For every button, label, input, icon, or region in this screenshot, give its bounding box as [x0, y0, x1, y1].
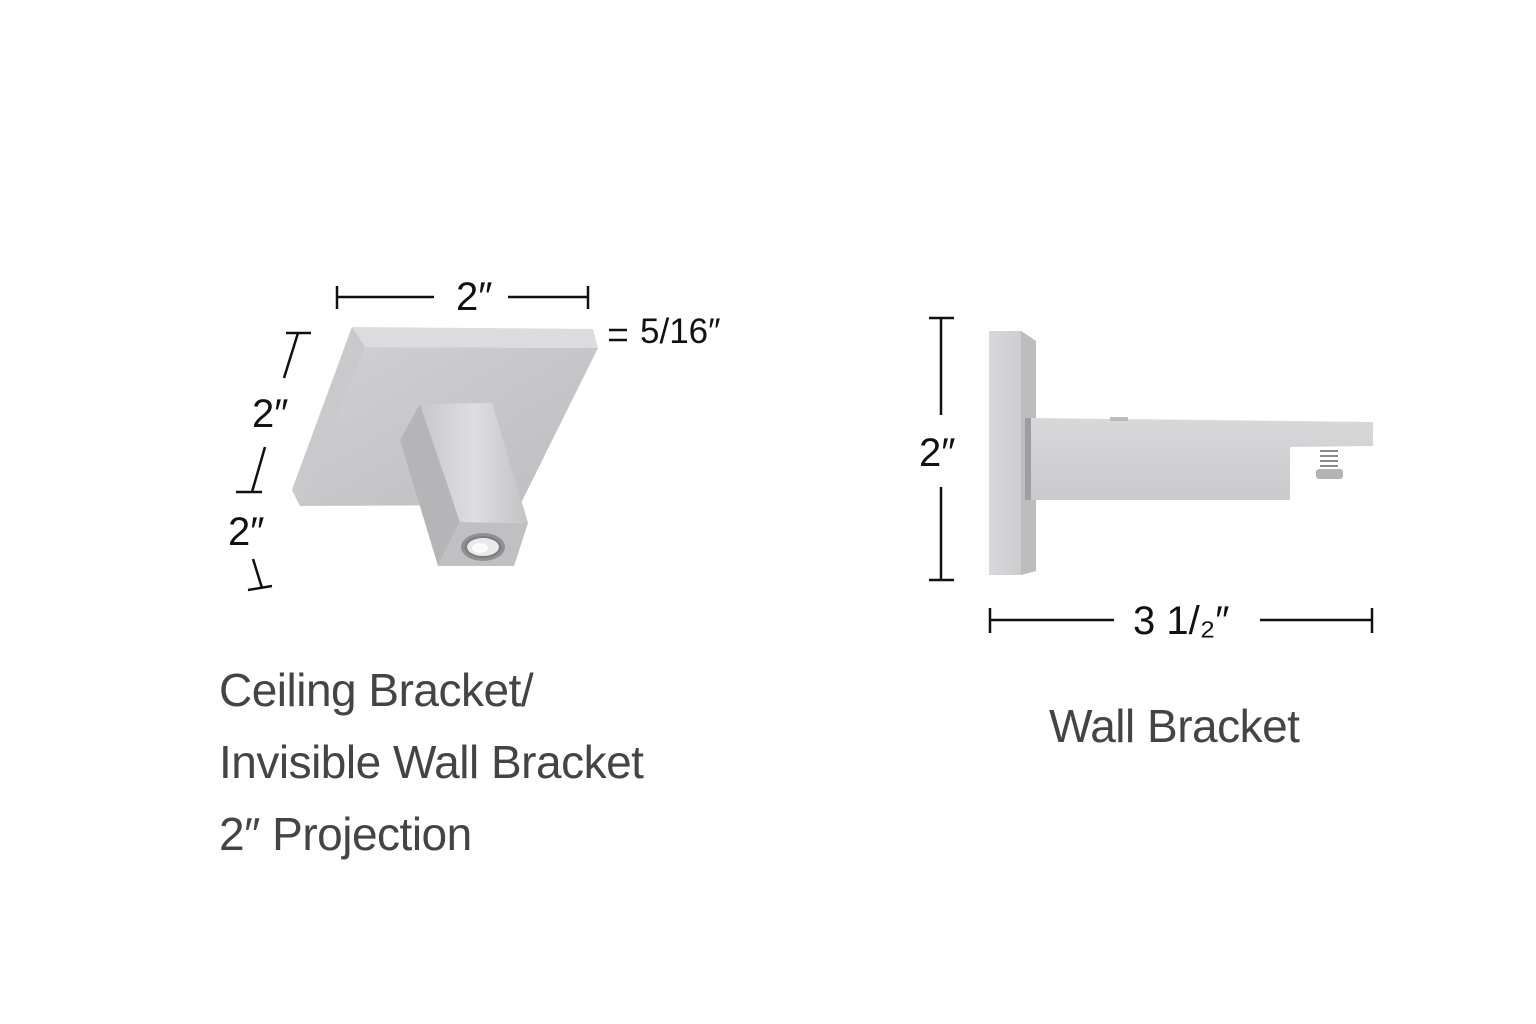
wall-bracket-caption: Wall Bracket [1049, 700, 1300, 752]
caption-line-3: 2″ Projection [219, 808, 472, 860]
wall-height-label: 2″ [919, 431, 956, 475]
wall-bracket-illustration [989, 331, 1373, 575]
ceiling-width-label: 2″ [456, 275, 493, 319]
ceiling-depth-label: 2″ [252, 392, 289, 436]
caption-line-1: Ceiling Bracket/ [219, 664, 534, 716]
wall-bracket-dimension-lines [929, 316, 1374, 633]
ceiling-bracket-illustration [292, 327, 598, 566]
ceiling-bracket-dimension-lines [236, 286, 627, 592]
ceiling-bracket-caption: Ceiling Bracket/ Invisible Wall Bracket … [219, 654, 644, 870]
caption-line-2: Invisible Wall Bracket [219, 736, 644, 788]
wall-projection-label: 3 1/₂″ [1133, 599, 1230, 643]
ceiling-plate-thickness-label: 5/16″ [640, 312, 721, 351]
ceiling-projection-label: 2″ [228, 510, 265, 554]
